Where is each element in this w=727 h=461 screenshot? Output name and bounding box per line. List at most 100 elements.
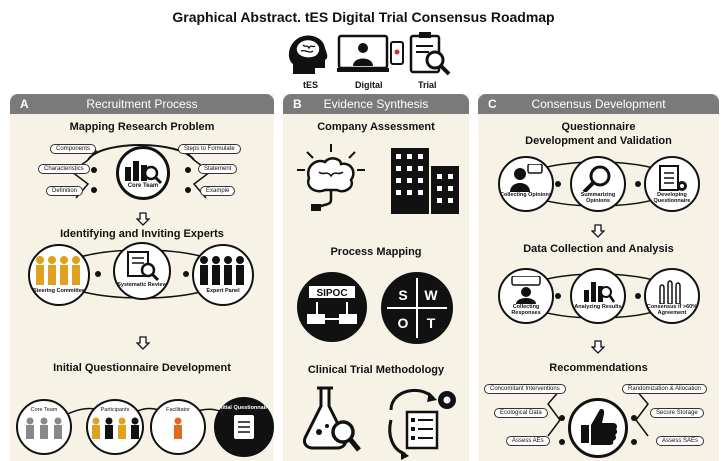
section-clinical-trial-methodology: Clinical Trial Methodology <box>307 364 445 376</box>
header-label-trial: Trial <box>418 80 437 90</box>
analyzing-results-label: Analyzing Results <box>574 304 622 310</box>
section-questionnaire-line2: Development and Validation <box>525 135 672 147</box>
panel-b-letter: B <box>293 97 302 111</box>
pill-definition: Definition <box>46 186 84 196</box>
summarizing-opinions-circle: Summarizing Opinions <box>570 156 626 212</box>
computer-doctor-icon <box>337 34 404 72</box>
initial-questionnaire-label: Initial Questionnaire <box>217 405 271 411</box>
sipoc-diagram-icon: SIPOC <box>307 286 357 324</box>
core-team-small-circle: Core Team <box>16 399 72 455</box>
systematic-review-label: Systematic Review <box>117 282 167 288</box>
thumbs-up-circle <box>568 398 628 458</box>
pill-statement: Statement <box>198 164 238 174</box>
pill-secure-storage: Secure Storage <box>650 408 704 418</box>
arrow-down-icon <box>591 340 605 354</box>
expert-people-icon <box>200 256 244 285</box>
consensus-circle: Consensus if >60% Agreement <box>644 268 700 324</box>
core-team-label: Core Team <box>127 183 159 189</box>
arrow-down-icon <box>136 336 150 350</box>
rating-person-icon <box>511 276 541 304</box>
process-cycle-icon <box>388 388 456 460</box>
steering-people-icon <box>36 256 80 285</box>
magnifier-icon <box>582 165 611 192</box>
panel-recruitment: A Recruitment Process Mapping Research P… <box>10 94 274 461</box>
swot-t: T <box>427 315 436 331</box>
office-buildings-icon <box>391 148 459 214</box>
core-team-small-label: Core Team <box>30 407 58 413</box>
developing-questionnaire-label: Developing Questionnaire <box>653 192 691 204</box>
header-icons: tES Digital Trial <box>285 30 455 94</box>
brain-head-icon <box>288 35 328 74</box>
thumbs-up-icon <box>581 408 618 445</box>
section-recommendations: Recommendations <box>549 362 648 374</box>
collecting-opinions-label: Collecting Opinions <box>500 192 552 198</box>
arrow-down-icon <box>591 224 605 238</box>
sipoc-circle: SIPOC <box>297 272 367 342</box>
pill-characteristics: Characteristics <box>38 164 90 174</box>
section-initial-questionnaire: Initial Questionnaire Development <box>53 362 231 374</box>
facilitator-person-icon <box>174 417 182 439</box>
swot-grid-icon: S W O T <box>387 278 447 338</box>
initial-questionnaire-circle: Initial Questionnaire <box>214 397 274 457</box>
facilitator-label: Facilitator <box>166 407 190 413</box>
speaking-person-icon <box>510 164 543 192</box>
swot-w: W <box>424 287 438 303</box>
systematic-review-circle: Systematic Review <box>113 242 171 300</box>
pill-randomization-allocation: Randomization & Allocation <box>622 384 708 394</box>
developing-questionnaire-circle: Developing Questionnaire <box>644 156 700 212</box>
summarizing-opinions-label: Summarizing Opinions <box>580 192 616 204</box>
panel-a-letter: A <box>20 97 29 111</box>
section-process-mapping: Process Mapping <box>330 246 422 258</box>
section-data-collection: Data Collection and Analysis <box>523 243 674 255</box>
section-mapping-research-problem: Mapping Research Problem <box>69 121 215 133</box>
panel-b-header: B Evidence Synthesis <box>283 94 469 114</box>
swot-s: S <box>398 287 407 303</box>
section-questionnaire-line1: Questionnaire <box>561 121 636 133</box>
pill-ecological-data: Ecological Data <box>494 408 548 418</box>
header-label-digital: Digital <box>355 80 383 90</box>
flask-magnifier-icon <box>303 386 361 452</box>
collecting-responses-label: Collecting Responses <box>511 304 541 316</box>
chart-magnifier-icon <box>125 161 163 185</box>
swot-circle: S W O T <box>381 272 453 344</box>
core-team-circle: Core Team <box>116 146 170 200</box>
expert-panel-circle: Expert Panel <box>192 244 254 306</box>
pill-steps-to-formulate: Steps to Formulate <box>178 144 241 154</box>
checklist-gear-icon <box>659 165 687 191</box>
steering-committee-circle: Steering Committee <box>28 244 90 306</box>
pill-concomitant-interventions: Concomitant Interventions <box>484 384 566 394</box>
participants-label: Participants <box>100 407 130 413</box>
arrow-down-icon <box>136 212 150 226</box>
pill-assess-saes: Assess SAEs <box>656 436 705 446</box>
page-title: Graphical Abstract. tES Digital Trial Co… <box>172 9 555 25</box>
consensus-label: Consensus if >60% Agreement <box>646 304 698 316</box>
document-magnifier-icon <box>127 251 160 282</box>
clipboard-magnifier-icon <box>409 32 451 76</box>
bar-chart-magnifier-icon <box>584 282 616 303</box>
panel-b-title: Evidence Synthesis <box>323 97 429 111</box>
facilitator-circle: Facilitator <box>150 399 206 455</box>
brain-idea-icon <box>297 144 365 211</box>
panel-consensus-development: C Consensus Development Questionnaire De… <box>478 94 719 461</box>
section-company-assessment: Company Assessment <box>317 121 435 133</box>
swot-o: O <box>398 315 409 331</box>
panel-c-title: Consensus Development <box>531 97 666 111</box>
participants-circle: Participants <box>86 399 144 455</box>
core-team-people-icon <box>26 417 62 439</box>
pill-example: Example <box>200 186 236 196</box>
panel-evidence-synthesis: B Evidence Synthesis Company Assessment … <box>283 94 469 461</box>
header-label-tes: tES <box>303 80 319 90</box>
pill-assess-aes: Assess AEs <box>506 436 550 446</box>
raised-hands-icon <box>659 280 681 304</box>
analyzing-results-circle: Analyzing Results <box>570 268 626 324</box>
pill-components: Components <box>50 144 97 154</box>
steering-committee-label: Steering Committee <box>33 288 85 294</box>
collecting-responses-circle: Collecting Responses <box>498 268 554 324</box>
panel-c-header: C Consensus Development <box>478 94 719 114</box>
expert-panel-label: Expert Panel <box>206 288 240 294</box>
panel-a-title: Recruitment Process <box>86 97 198 111</box>
participants-people-icon <box>92 417 139 439</box>
panel-c-letter: C <box>488 97 497 111</box>
section-identifying-experts: Identifying and Inviting Experts <box>60 228 224 240</box>
collecting-opinions-circle: Collecting Opinions <box>498 156 554 212</box>
